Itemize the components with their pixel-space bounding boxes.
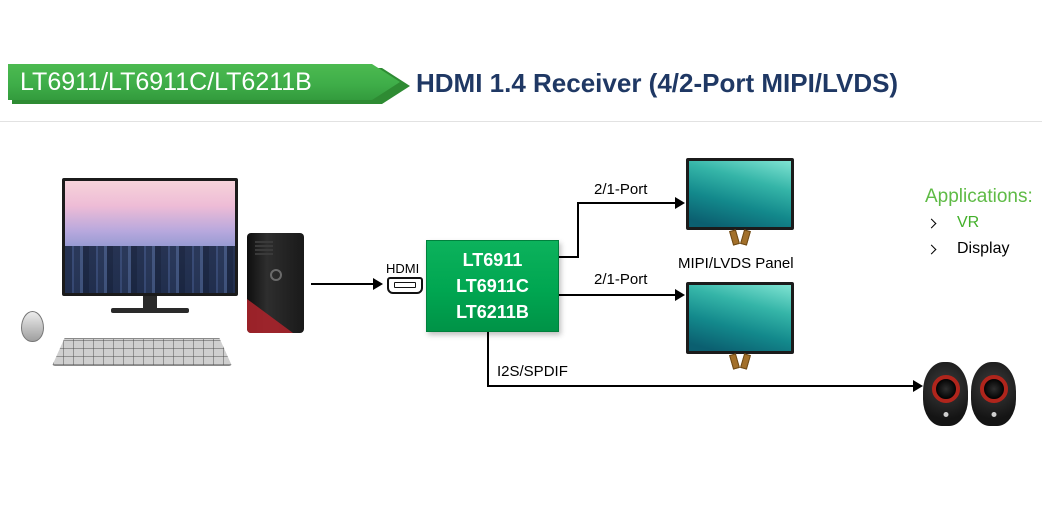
connector-top-port-seg1: [559, 256, 579, 258]
hdmi-connector-icon: [387, 277, 423, 294]
arrow-bullet-icon: [926, 218, 937, 228]
chip-name-3: LT6211B: [456, 302, 529, 323]
application-label-display: Display: [957, 240, 1010, 257]
bottom-port-label: 2/1-Port: [594, 271, 648, 288]
panel-label: MIPI/LVDS Panel: [678, 255, 794, 272]
panel-top-stand: [725, 229, 755, 246]
monitor-stand-neck: [143, 296, 157, 308]
connector-audio-seg1: [487, 332, 489, 387]
connector-audio-seg2: [487, 385, 915, 387]
desktop-monitor-icon: [62, 178, 238, 313]
top-port-label: 2/1-Port: [594, 181, 648, 198]
tower-vents: [255, 241, 273, 255]
monitor-stand-base: [111, 308, 189, 313]
header-divider: [0, 121, 1042, 122]
mouse-icon: [21, 311, 44, 342]
pc-tower-icon: [247, 233, 304, 333]
product-banner: LT6911/LT6911C/LT6211B: [8, 64, 400, 100]
connector-source-to-hdmi: [311, 283, 373, 285]
connector-bottom-port: [559, 294, 677, 296]
arrowhead-bottom-port-icon: [675, 289, 685, 301]
application-label-vr: VR: [957, 214, 980, 231]
keyboard-icon: [52, 338, 232, 366]
connector-top-port-seg3: [577, 202, 677, 204]
hdmi-label: HDMI: [386, 261, 420, 276]
arrowhead-audio-icon: [913, 380, 923, 392]
banner-title: LT6911/LT6911C/LT6211B: [20, 68, 312, 96]
hdmi-connector-pin: [394, 282, 416, 288]
speaker-left-icon: [923, 362, 968, 426]
panel-top-screen: [686, 158, 794, 230]
application-item-display: Display: [925, 240, 1009, 258]
tower-red-accent: [247, 299, 293, 333]
stereo-speakers-icon: [923, 352, 1017, 426]
application-item-vr: VR: [925, 214, 979, 232]
city-skyline-image: [65, 245, 235, 293]
panel-bottom-screen: [686, 282, 794, 354]
arrow-bullet-icon: [926, 244, 937, 254]
panel-bottom-stand: [725, 353, 755, 370]
monitor-screen: [62, 178, 238, 296]
mipi-lvds-panel-top-icon: [686, 158, 794, 246]
connector-top-port-seg2: [577, 202, 579, 258]
arrowhead-top-port-icon: [675, 197, 685, 209]
applications-title: Applications:: [925, 186, 1033, 207]
chip-block: LT6911 LT6911C LT6211B: [426, 240, 559, 332]
tower-logo: [269, 269, 282, 281]
chip-name-2: LT6911C: [456, 275, 529, 296]
page-title: HDMI 1.4 Receiver (4/2-Port MIPI/LVDS): [416, 68, 899, 98]
arrowhead-source-to-hdmi-icon: [373, 278, 383, 290]
chip-name-1: LT6911: [462, 249, 523, 270]
speaker-right-icon: [971, 362, 1016, 426]
audio-label: I2S/SPDIF: [497, 363, 568, 380]
mipi-lvds-panel-bottom-icon: [686, 282, 794, 370]
